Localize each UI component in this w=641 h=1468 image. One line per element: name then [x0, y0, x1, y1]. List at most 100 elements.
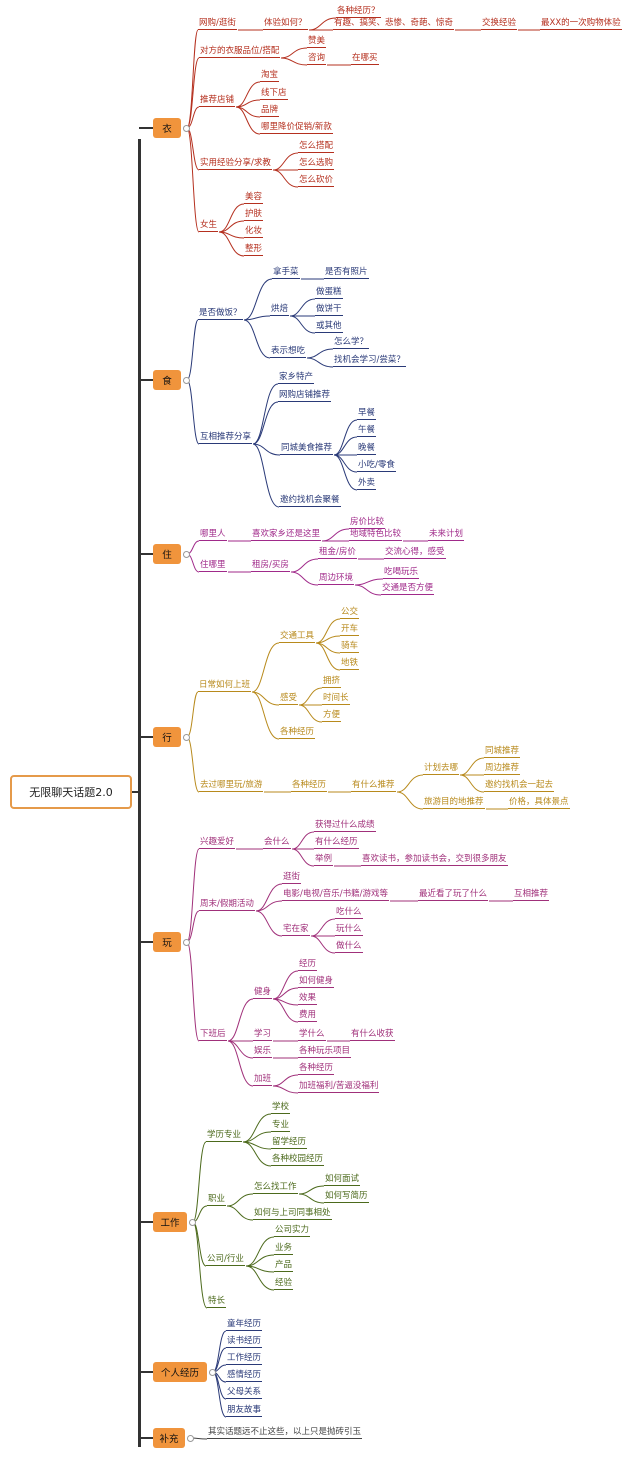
topic-node: 加班福利/苦逼没福利: [298, 1081, 380, 1093]
topic-node: 租金/房价: [318, 547, 357, 559]
topic-node: 朋友故事: [226, 1405, 263, 1417]
connector-line: [226, 1205, 254, 1221]
connector-line: [272, 998, 299, 1023]
category-zhu: 住: [153, 544, 181, 564]
topic-node: 逛街: [282, 872, 302, 884]
connector-line: [272, 970, 299, 1000]
topic-node: 交通是否方便: [381, 583, 435, 595]
topic-node: 体验如何？: [263, 18, 308, 30]
topic-node: 有什么推荐: [351, 780, 396, 792]
connector-line: [235, 81, 261, 108]
topic-node: 同城推荐: [484, 746, 521, 758]
connector-line: [459, 757, 485, 776]
collapse-toggle[interactable]: [183, 551, 190, 558]
topic-node: 特长: [207, 1296, 227, 1308]
topic-node: 地铁: [340, 658, 360, 670]
topic-node: 租房/买房: [251, 560, 290, 572]
topic-node: 家乡特产: [278, 372, 315, 384]
topic-node: 父母关系: [226, 1387, 263, 1399]
mindmap-trunk: [138, 139, 141, 1447]
connector-line: [310, 935, 336, 954]
topic-node: 哪里人: [199, 529, 227, 541]
connector-line: [354, 584, 382, 596]
connector-line: [291, 848, 315, 867]
collapse-toggle[interactable]: [183, 734, 190, 741]
connector-line: [290, 558, 319, 573]
topic-node: 童年经历: [226, 1319, 263, 1331]
topic-node: 推荐店铺: [199, 95, 236, 107]
connector-line: [396, 774, 424, 793]
topic-node: 小吃/零食: [357, 460, 396, 472]
topic-node: 淘宝: [260, 70, 280, 82]
connector-line: [333, 454, 358, 473]
topic-node: 怎么砍价: [298, 175, 335, 187]
topic-node: 是否做饭？: [198, 308, 243, 320]
topic-node: 其实话题远不止这些，以上只是抛砖引玉: [207, 1427, 363, 1439]
topic-node: 日常如何上班: [198, 680, 252, 692]
connector-line: [298, 1193, 325, 1204]
topic-node: 学历专业: [206, 1130, 243, 1142]
connector-line: [321, 528, 350, 542]
topic-node: 最近看了玩了什么: [418, 889, 489, 901]
collapse-toggle[interactable]: [183, 377, 190, 384]
topic-node: 骑车: [340, 641, 360, 653]
topic-node: 各种玩乐项目: [298, 1046, 352, 1058]
topic-node: 咨询: [307, 53, 327, 65]
connector-line: [306, 357, 334, 368]
topic-node: 美容: [244, 192, 264, 204]
topic-node: 互相推荐: [513, 889, 550, 901]
topic-node: 加班: [253, 1074, 273, 1086]
topic-node: 做什么: [335, 941, 363, 953]
connector-line: [333, 454, 358, 491]
connector-line: [298, 704, 323, 723]
topic-node: 拥挤: [322, 676, 342, 688]
topic-node: 公交: [340, 607, 360, 619]
topic-node: 互相推荐分享: [199, 432, 253, 444]
topic-node: 时间长: [322, 693, 350, 705]
collapse-toggle[interactable]: [183, 125, 190, 132]
topic-node: 拿手菜: [272, 267, 300, 279]
connector-line: [255, 910, 283, 937]
connector-line: [186, 941, 200, 1042]
topic-node: 哪里降价促销/新款: [260, 122, 333, 134]
connector-line: [252, 443, 281, 456]
topic-node: 周边环境: [318, 573, 355, 585]
connector-line: [218, 203, 245, 233]
topic-node: 或其他: [315, 321, 343, 333]
topic-node: 交通工具: [279, 631, 316, 643]
connector-line: [218, 231, 245, 257]
topic-node: 住哪里: [199, 560, 227, 572]
topic-node: 旅游目的地推荐: [423, 797, 485, 809]
connector-line: [186, 848, 200, 943]
connector-line: [396, 791, 424, 810]
topic-node: 邀约找机会一起去: [484, 780, 555, 792]
topic-node: 感情经历: [226, 1370, 263, 1382]
collapse-toggle[interactable]: [209, 1369, 216, 1376]
topic-node: 方便: [322, 710, 342, 722]
topic-node: 留学经历: [271, 1137, 308, 1149]
topic-node: 同城美食推荐: [280, 443, 334, 455]
connector-line: [186, 127, 200, 233]
connector-line: [235, 106, 261, 135]
topic-node: 如何写简历: [324, 1191, 369, 1203]
connector-line: [280, 57, 308, 66]
topic-node: 邀约找机会聚餐: [279, 495, 341, 507]
connector-line: [212, 1330, 227, 1373]
topic-node: 实用经验分享/求教: [199, 158, 272, 170]
collapse-toggle[interactable]: [187, 1435, 194, 1442]
topic-node: 表示想吃: [270, 346, 307, 358]
connector-line: [308, 17, 337, 31]
connector-line: [306, 348, 334, 359]
connector-line: [298, 687, 323, 706]
topic-node: 找机会学习/尝菜？: [333, 355, 406, 367]
topic-node: 感受: [279, 693, 299, 705]
topic-node: 产品: [274, 1260, 294, 1272]
topic-node: 地域特色比较: [349, 529, 403, 541]
connector-line: [227, 998, 254, 1042]
topic-node: 怎么选购: [298, 158, 335, 170]
connector-line: [243, 315, 271, 321]
collapse-toggle[interactable]: [183, 939, 190, 946]
topic-node: 怎么找工作: [253, 1182, 298, 1194]
collapse-toggle[interactable]: [189, 1219, 196, 1226]
